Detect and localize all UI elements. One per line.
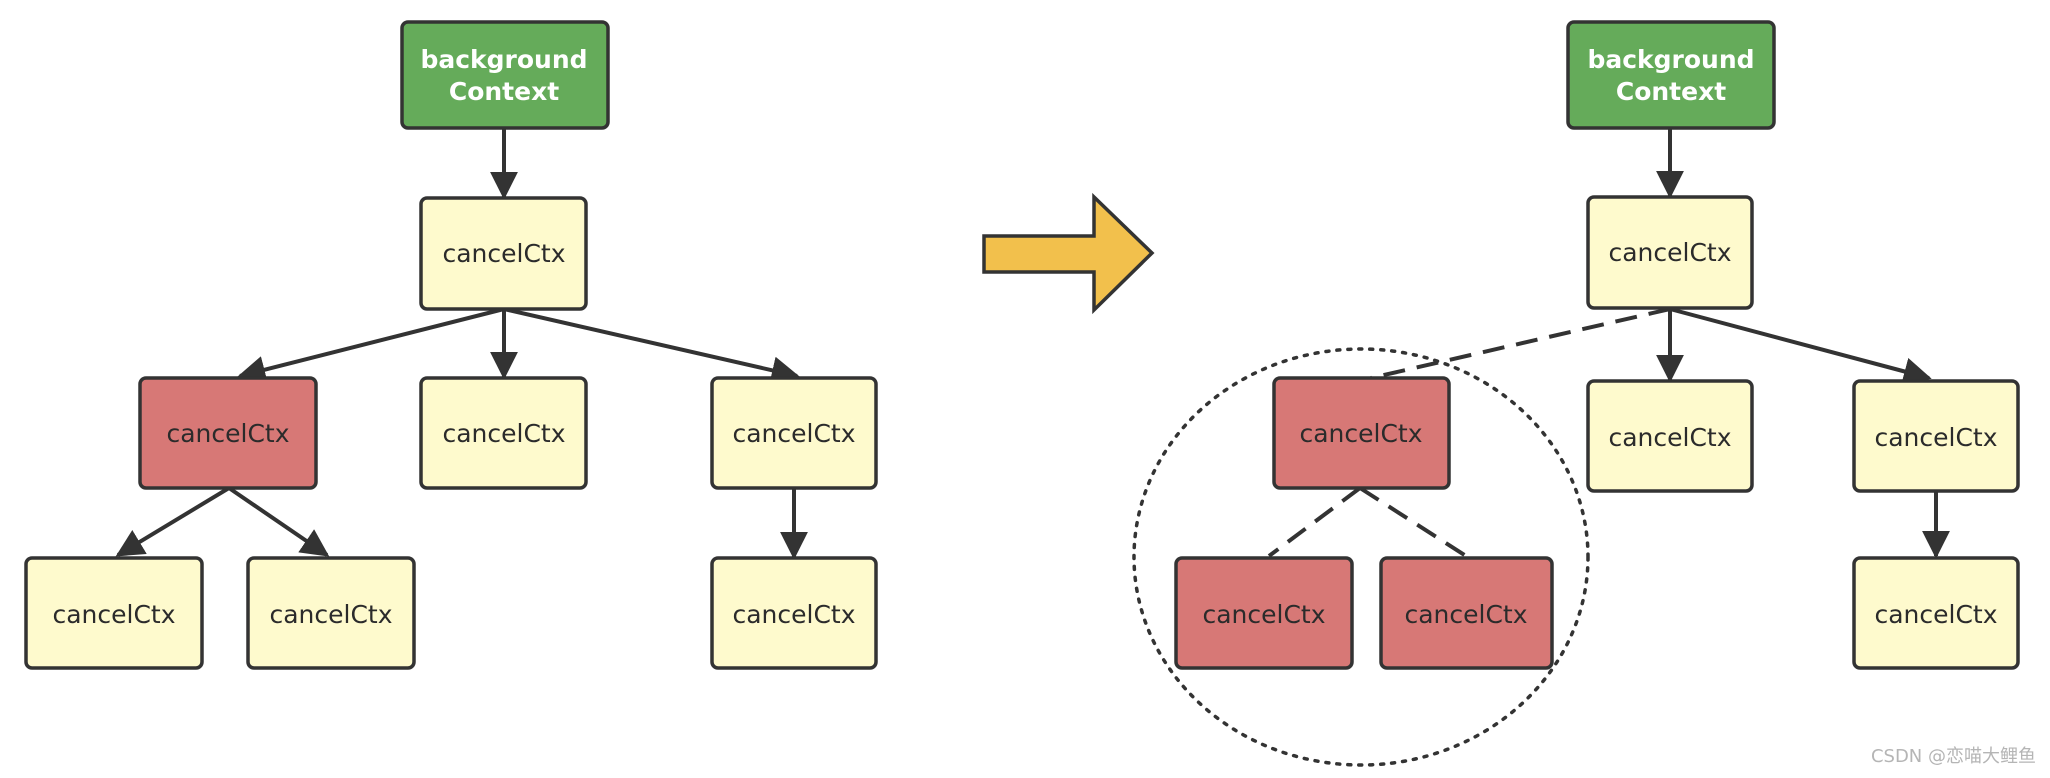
node-label: cancelCtx xyxy=(52,600,175,629)
node-label: cancelCtx xyxy=(269,600,392,629)
edge-level1-to-left-detached xyxy=(1370,307,1671,380)
root-label-line1: background xyxy=(420,45,587,74)
node-label: cancelCtx xyxy=(442,239,565,268)
canceled-subtree-circle xyxy=(1132,347,1590,767)
node-right-child: cancelCtx xyxy=(1852,556,2020,670)
edge-level1-to-right xyxy=(1669,307,1932,386)
node-label: cancelCtx xyxy=(732,419,855,448)
node-label: cancelCtx xyxy=(1874,423,1997,452)
node-level1: cancelCtx xyxy=(1586,195,1754,310)
root-node: background Context xyxy=(400,20,610,130)
root-label-line2: Context xyxy=(1616,77,1726,106)
node-left-canceled: cancelCtx xyxy=(1272,376,1451,490)
root-label-line2: Context xyxy=(449,77,559,106)
edge-level1-to-right xyxy=(503,307,800,385)
edge-left-to-child-b xyxy=(227,486,330,557)
node-label: cancelCtx xyxy=(732,600,855,629)
node-left-child-a: cancelCtx xyxy=(24,556,204,670)
node-label: cancelCtx xyxy=(1299,419,1422,448)
after-tree: background Context cancelCtx cancelCtx c… xyxy=(1132,20,2020,767)
transition-arrow-icon xyxy=(982,192,1155,315)
edge-left-to-child-b-detached xyxy=(1358,486,1468,558)
edge-left-to-child-a-detached xyxy=(1267,486,1362,558)
node-left-child-b: cancelCtx xyxy=(246,556,416,670)
node-label: cancelCtx xyxy=(442,419,565,448)
node-middle: cancelCtx xyxy=(419,376,588,490)
node-right: cancelCtx xyxy=(1852,379,2020,493)
node-middle: cancelCtx xyxy=(1586,379,1754,493)
before-tree: background Context cancelCtx cancelCtx c… xyxy=(24,20,878,670)
node-label: cancelCtx xyxy=(1608,423,1731,452)
root-label-line1: background xyxy=(1587,45,1754,74)
edge-level1-to-left xyxy=(237,307,505,384)
node-label: cancelCtx xyxy=(1404,600,1527,629)
node-label: cancelCtx xyxy=(1202,600,1325,629)
node-label: cancelCtx xyxy=(166,419,289,448)
edge-left-to-child-a xyxy=(115,486,231,557)
node-label: cancelCtx xyxy=(1608,238,1731,267)
watermark: CSDN @恋喵大鲤鱼 xyxy=(1870,746,2036,767)
node-left-canceled: cancelCtx xyxy=(138,376,318,490)
node-left-child-b-canceled: cancelCtx xyxy=(1379,556,1554,670)
node-left-child-a-canceled: cancelCtx xyxy=(1174,556,1354,670)
node-level1: cancelCtx xyxy=(419,196,588,311)
node-right: cancelCtx xyxy=(710,376,878,490)
node-label: cancelCtx xyxy=(1874,600,1997,629)
node-right-child: cancelCtx xyxy=(710,556,878,670)
root-node: background Context xyxy=(1566,20,1776,130)
